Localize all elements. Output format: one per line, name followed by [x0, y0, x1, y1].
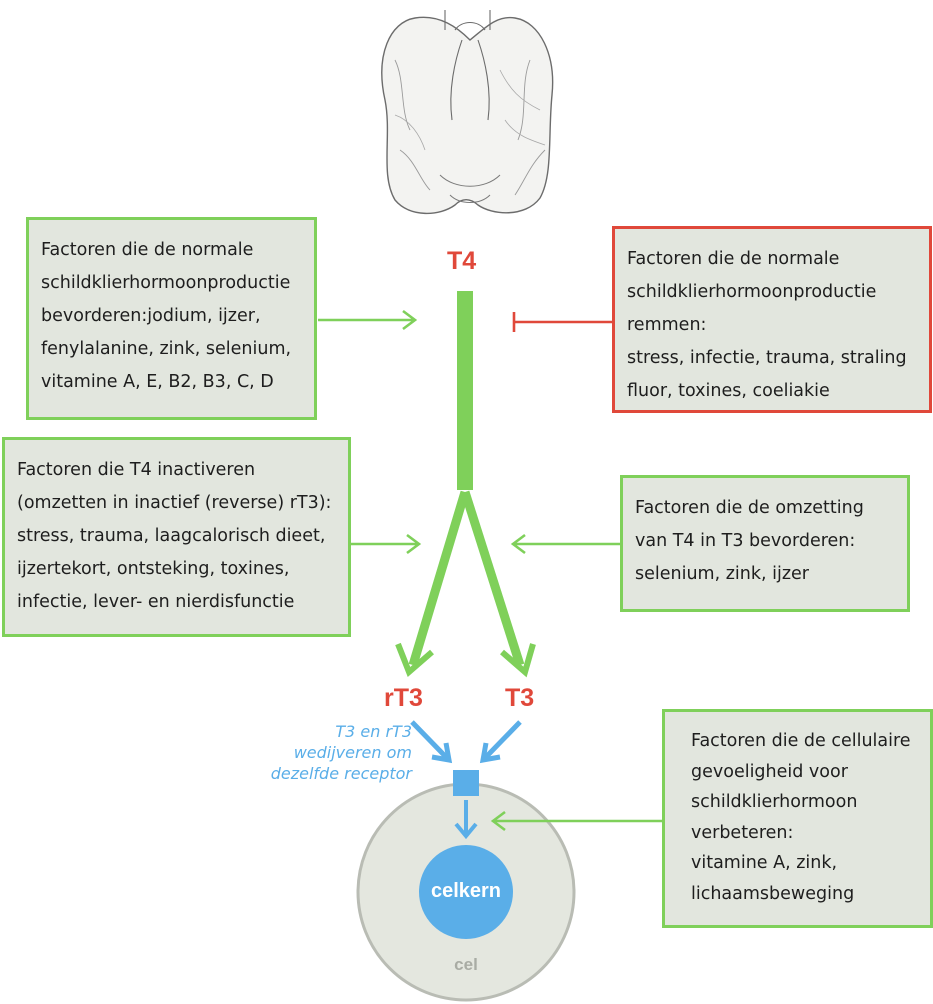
box-inhibit-production: Factoren die de normale schildklierhormo… [612, 226, 932, 413]
box-line: stress, trauma, laagcalorisch dieet, [17, 526, 326, 546]
box-line: fluor, toxines, coeliakie [627, 381, 830, 401]
box-cell-sensitivity: Factoren die de cellulaire gevoeligheid … [662, 709, 933, 928]
receptor [453, 770, 479, 796]
arrow-t3-to-receptor [484, 720, 522, 759]
box-line: vitamine A, E, B2, B3, C, D [41, 372, 274, 392]
nucleus-label: celkern [430, 880, 502, 902]
box-line: bevorderen:jodium, ijzer, [41, 306, 261, 326]
arrowhead-rt3 [395, 642, 434, 678]
box-line: verbeteren: [691, 822, 794, 843]
arrow-rt3-to-receptor [410, 720, 448, 759]
receptor-note-line: dezelfde receptor [270, 764, 412, 783]
thyroid-gland-illustration [381, 10, 554, 215]
box-line: (omzetten in inactief (reverse) rT3): [17, 493, 332, 513]
rt3-label: rT3 [384, 684, 423, 712]
box-line: van T4 in T3 bevorderen: [635, 531, 856, 551]
arrowhead-t3 [500, 643, 536, 678]
nucleus [419, 845, 513, 939]
t4-trunk [457, 291, 473, 490]
arrow-promote-conversion [510, 533, 620, 555]
cell-label: cel [454, 955, 478, 974]
arrowhead-t3-receptor [479, 742, 501, 764]
receptor-note-line: wedijveren om [293, 743, 412, 762]
split-arrow-rt3 [408, 490, 470, 667]
box-line: vitamine A, zink, [691, 853, 838, 873]
arrowhead-rt3-receptor [431, 742, 453, 764]
box-line: schildklierhormoon [691, 792, 858, 812]
box-line: Factoren die de omzetting [635, 498, 864, 518]
arrow-inactivate-t4 [350, 533, 422, 555]
box-line: remmen: [627, 315, 707, 335]
t3-label: T3 [505, 684, 535, 712]
box-line: Factoren die de cellulaire [691, 731, 911, 751]
arrow-receptor-to-nucleus [454, 800, 478, 840]
box-inactivate-t4: Factoren die T4 inactiveren (omzetten in… [2, 437, 351, 637]
receptor-note: T3 en rT3 wedijveren om dezelfde recepto… [262, 721, 412, 784]
box-line: Factoren die de normale [627, 249, 840, 269]
receptor-note-line: T3 en rT3 [335, 722, 412, 741]
t4-label: T4 [447, 247, 477, 275]
box-line: ijzertekort, ontsteking, toxines, [17, 559, 290, 579]
box-line: schildklierhormoonproductie [41, 273, 291, 293]
box-line: fenylalanine, zink, selenium, [41, 339, 292, 359]
box-line: Factoren die T4 inactiveren [17, 460, 256, 480]
split-arrow-t3 [460, 490, 525, 667]
box-line: schildklierhormoonproductie [627, 282, 877, 302]
arrow-promote-production [318, 309, 418, 331]
box-promote-conversion: Factoren die de omzetting van T4 in T3 b… [620, 475, 910, 612]
box-line: infectie, lever- en nierdisfunctie [17, 592, 295, 612]
box-line: gevoeligheid voor [691, 761, 848, 782]
box-line: lichaamsbeweging [691, 883, 855, 904]
box-line: stress, infectie, trauma, straling [627, 348, 907, 368]
box-promote-production: Factoren die de normale schildklierhormo… [26, 217, 317, 420]
inhibitor-line [512, 312, 612, 332]
box-line: selenium, zink, ijzer [635, 564, 810, 584]
box-line: Factoren die de normale [41, 240, 254, 260]
arrow-cell-sensitivity [490, 810, 662, 832]
